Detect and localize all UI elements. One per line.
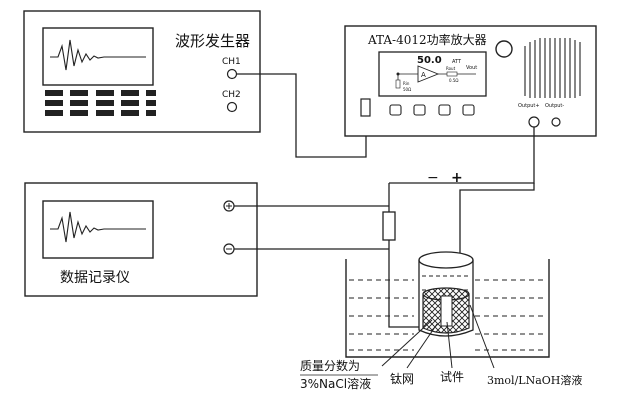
data-recorder: 数据记录仪 [24,182,258,297]
leader-lines [381,304,495,369]
generator-button-grid[interactable] [45,90,156,116]
shunt-resistor [382,211,396,241]
rout-value: 0.5Ω [449,78,458,83]
amplifier-vent [524,38,581,98]
electrolyte-label-line1: 质量分数为 [300,358,360,373]
output-minus-label: Output- [545,103,564,109]
att-label: ATT [452,59,462,65]
wire-ch1-to-amplifier [237,73,367,158]
output-plus-port[interactable] [528,116,540,128]
nacl-solution-level [349,279,546,351]
wire-to-mesh [459,183,535,254]
rin-value: 50Ω [403,87,411,92]
display-value: 50.0 [417,55,442,66]
waveform-generator-label: 波形发生器 [175,32,250,50]
amplifier-button-2[interactable] [413,104,426,116]
ch1-label: CH1 [222,57,241,67]
recorder-waveform [50,211,146,243]
data-recorder-label: 数据记录仪 [60,270,130,286]
vout-label: Vout [466,65,477,71]
wire-to-specimen [388,239,420,328]
rin-resistor [395,79,401,89]
amplifier-button-1[interactable] [389,104,402,116]
amplifier-title: ATA-4012功率放大器 [367,32,487,47]
polarity-minus: − [427,170,439,186]
output-minus-port[interactable] [551,117,561,127]
ch2-port[interactable] [226,101,238,113]
power-amplifier: ATA-4012功率放大器 50.0 ATT Vout A Rout 0.5Ω … [344,25,597,137]
amplifier-button-4[interactable] [462,104,475,116]
ch2-label: CH2 [222,90,241,100]
rin-label: Rin [403,81,410,86]
electrolyte-label-line2: 3%NaCl溶液 [300,376,371,391]
ti-mesh-label: 钛网 [390,371,414,386]
amp-symbol: A [421,71,426,79]
rout-resistor [446,71,458,77]
waveform-generator: 波形发生器 CH1 CH2 [23,10,261,133]
ch1-port[interactable] [226,68,238,80]
rout-label: Rout [446,66,456,71]
wiring [234,73,535,328]
outer-tank [345,259,550,358]
generator-waveform [50,39,146,71]
specimen-rod [440,295,453,327]
amplifier-knob[interactable] [495,40,513,58]
naoh-label: 3mol/LNaOH溶液 [487,373,582,387]
amplifier-button-3[interactable] [438,104,451,116]
electrolytic-cell [345,251,550,358]
amplifier-power-switch[interactable] [360,98,371,117]
output-plus-label: Output+ [518,103,540,109]
polarity-plus: + [451,170,463,186]
specimen-label: 试件 [440,369,464,384]
